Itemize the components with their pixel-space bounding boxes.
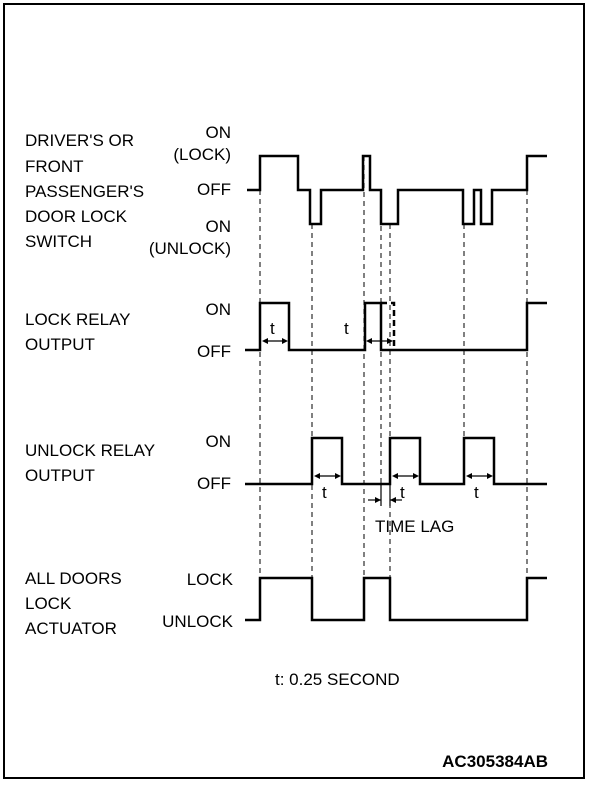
diagram-frame [3,3,585,779]
unlock-relay-name-line-2: OUTPUT [25,466,95,485]
actuator-name-line-2: LOCK [25,594,72,613]
unlock-relay-t-label-1: t [322,483,327,502]
door-switch-name-line-2: FRONT [25,157,84,176]
unlock-relay-name-line-1: UNLOCK RELAY [25,441,155,460]
unlock-relay-t-marker-3: t [466,473,493,502]
lock-relay-on-label: ON [206,300,232,319]
lock-relay-name-line-2: OUTPUT [25,335,95,354]
unlock-relay-on-label: ON [206,432,232,451]
alignment-guides [259,156,528,620]
actuator-unlock-label: UNLOCK [162,612,234,631]
lock-relay-t-label-2: t [344,319,349,338]
door-switch-off-label: OFF [197,180,231,199]
actuator-lock-label: LOCK [187,570,234,589]
lock-relay-waveform [245,301,547,352]
lock-relay-t-marker-2: t [344,319,393,344]
actuator-name-line-1: ALL DOORS [25,569,122,588]
door-switch-on2-label: ON [206,217,232,236]
door-switch-name-line-1: DRIVER'S OR [25,131,134,150]
unlock-relay-t-label-3: t [474,483,479,502]
duration-note: t: 0.25 SECOND [275,670,400,689]
unlock-relay-t-label-2: t [400,483,405,502]
lock-relay-extended-pulse [381,301,396,350]
door-switch-lock-label: (LOCK) [173,145,231,164]
unlock-relay-t-marker-1: t [314,473,341,502]
lock-relay-t-marker-1: t [262,319,288,344]
actuator-name-line-3: ACTUATOR [25,619,117,638]
door-switch-waveform [247,154,547,226]
time-lag-indicator: TIME LAG [368,484,454,536]
door-switch-on-label: ON [206,123,232,142]
lock-relay-off-label: OFF [197,342,231,361]
door-switch-name-line-4: DOOR LOCK [25,207,128,226]
lock-relay-name-line-1: LOCK RELAY [25,310,131,329]
door-switch-name-line-5: SWITCH [25,232,92,251]
unlock-relay-waveform [245,436,547,486]
door-switch-name-line-3: PASSENGER'S [25,182,144,201]
actuator-waveform [245,576,547,622]
unlock-relay-t-marker-2: t [392,473,419,502]
figure-code: AC305384AB [442,752,548,771]
lock-relay-t-label-1: t [270,319,275,338]
unlock-relay-off-label: OFF [197,474,231,493]
door-switch-unlock-label: (UNLOCK) [149,239,231,258]
time-lag-label: TIME LAG [375,517,454,536]
